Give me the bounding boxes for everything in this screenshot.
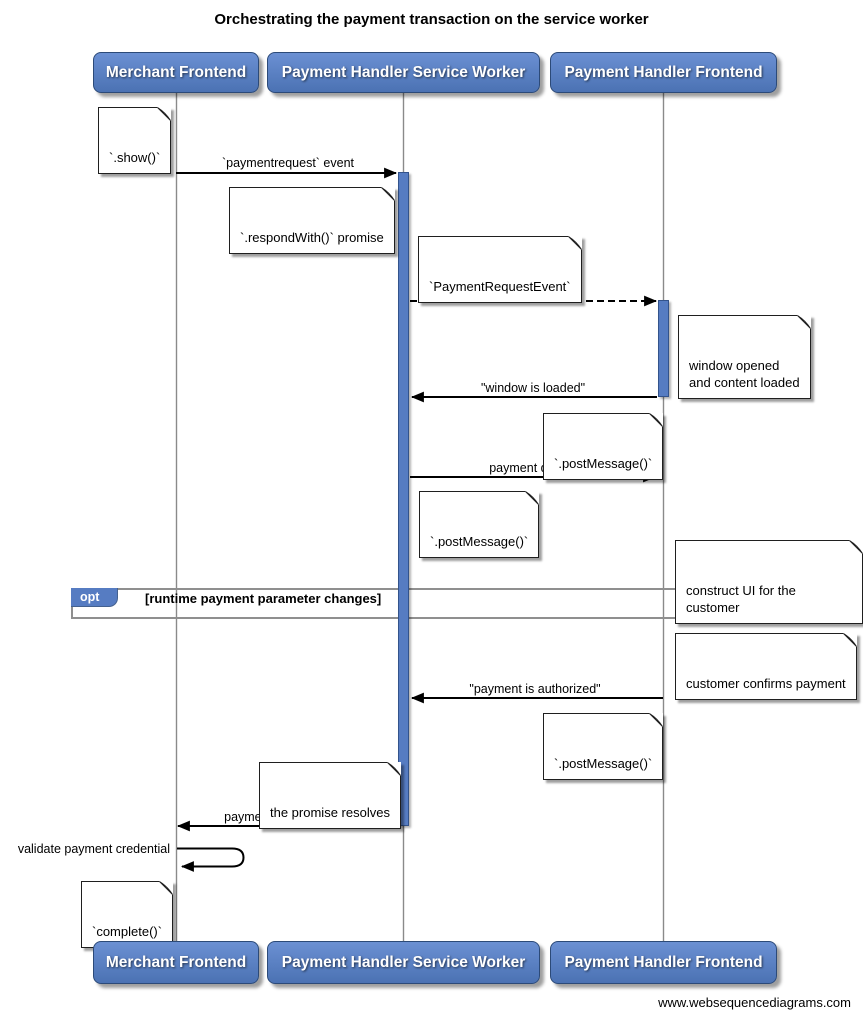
note-text: customer confirms payment	[686, 676, 846, 691]
actor-top-service-worker: Payment Handler Service Worker	[267, 52, 540, 93]
actor-bottom-service-worker: Payment Handler Service Worker	[267, 941, 540, 984]
note-fold-icon	[159, 881, 174, 895]
note-complete: `complete()`	[81, 881, 174, 948]
actor-bottom-merchant-frontend: Merchant Frontend	[93, 941, 259, 984]
note-show: `.show()`	[98, 107, 172, 174]
self-message-arrow-validate-credential	[177, 847, 245, 872]
note-text: `.postMessage()`	[554, 756, 653, 771]
note-text: `.postMessage()`	[430, 534, 529, 549]
actor-label: Payment Handler Frontend	[564, 953, 763, 971]
actor-bottom-payment-handler-frontend: Payment Handler Frontend	[550, 941, 777, 984]
actor-label: Payment Handler Service Worker	[281, 953, 526, 971]
actor-label: Merchant Frontend	[105, 63, 247, 81]
activation-bar-payment-handler-frontend	[658, 300, 669, 397]
note-promise-resolves: the promise resolves	[259, 762, 401, 829]
actor-label: Merchant Frontend	[105, 953, 247, 971]
note-postmessage-1: `.postMessage()`	[543, 413, 664, 480]
note-fold-icon	[525, 491, 540, 505]
note-text: `.show()`	[109, 150, 161, 165]
note-paymentrequestevent: `PaymentRequestEvent`	[418, 236, 582, 303]
actor-label: Payment Handler Service Worker	[281, 63, 526, 81]
note-respondwith-promise: `.respondWith()` promise	[229, 187, 395, 254]
diagram-title: Orchestrating the payment transaction on…	[214, 11, 649, 28]
note-fold-icon	[386, 762, 401, 776]
opt-fragment: opt [runtime payment parameter changes]	[71, 588, 795, 619]
note-text: `PaymentRequestEvent`	[429, 279, 571, 294]
message-label-payment-authorized: "payment is authorized"	[469, 682, 601, 696]
note-text: `.postMessage()`	[554, 456, 653, 471]
note-text: `.respondWith()` promise	[240, 230, 384, 245]
note-fold-icon	[380, 187, 395, 201]
note-postmessage-3: `.postMessage()`	[543, 713, 664, 780]
note-fold-icon	[649, 713, 664, 727]
note-fold-icon	[796, 315, 811, 329]
note-customer-confirms: customer confirms payment	[675, 633, 857, 700]
message-label-window-loaded: "window is loaded"	[480, 381, 586, 395]
watermark: www.websequencediagrams.com	[658, 995, 851, 1010]
opt-operator-tab: opt	[71, 588, 118, 607]
note-text: window opened and content loaded	[689, 358, 800, 390]
note-fold-icon	[567, 236, 582, 250]
note-postmessage-2: `.postMessage()`	[419, 491, 540, 558]
note-text: `complete()`	[92, 924, 163, 939]
actor-top-payment-handler-frontend: Payment Handler Frontend	[550, 52, 777, 93]
note-window-opened: window opened and content loaded	[678, 315, 811, 399]
note-fold-icon	[849, 540, 863, 554]
note-text: construct UI for the customer	[686, 583, 796, 615]
note-fold-icon	[842, 633, 857, 647]
message-label-paymentrequest: `paymentrequest` event	[221, 156, 355, 170]
note-fold-icon	[649, 413, 664, 427]
note-construct-ui: construct UI for the customer	[675, 540, 863, 624]
note-text: the promise resolves	[270, 805, 390, 820]
activation-bar-service-worker	[398, 172, 409, 826]
note-fold-icon	[157, 107, 172, 121]
opt-condition-label: [runtime payment parameter changes]	[145, 591, 382, 606]
message-label-validate-credential: validate payment credential	[17, 842, 170, 856]
actor-label: Payment Handler Frontend	[564, 63, 763, 81]
actor-top-merchant-frontend: Merchant Frontend	[93, 52, 259, 93]
